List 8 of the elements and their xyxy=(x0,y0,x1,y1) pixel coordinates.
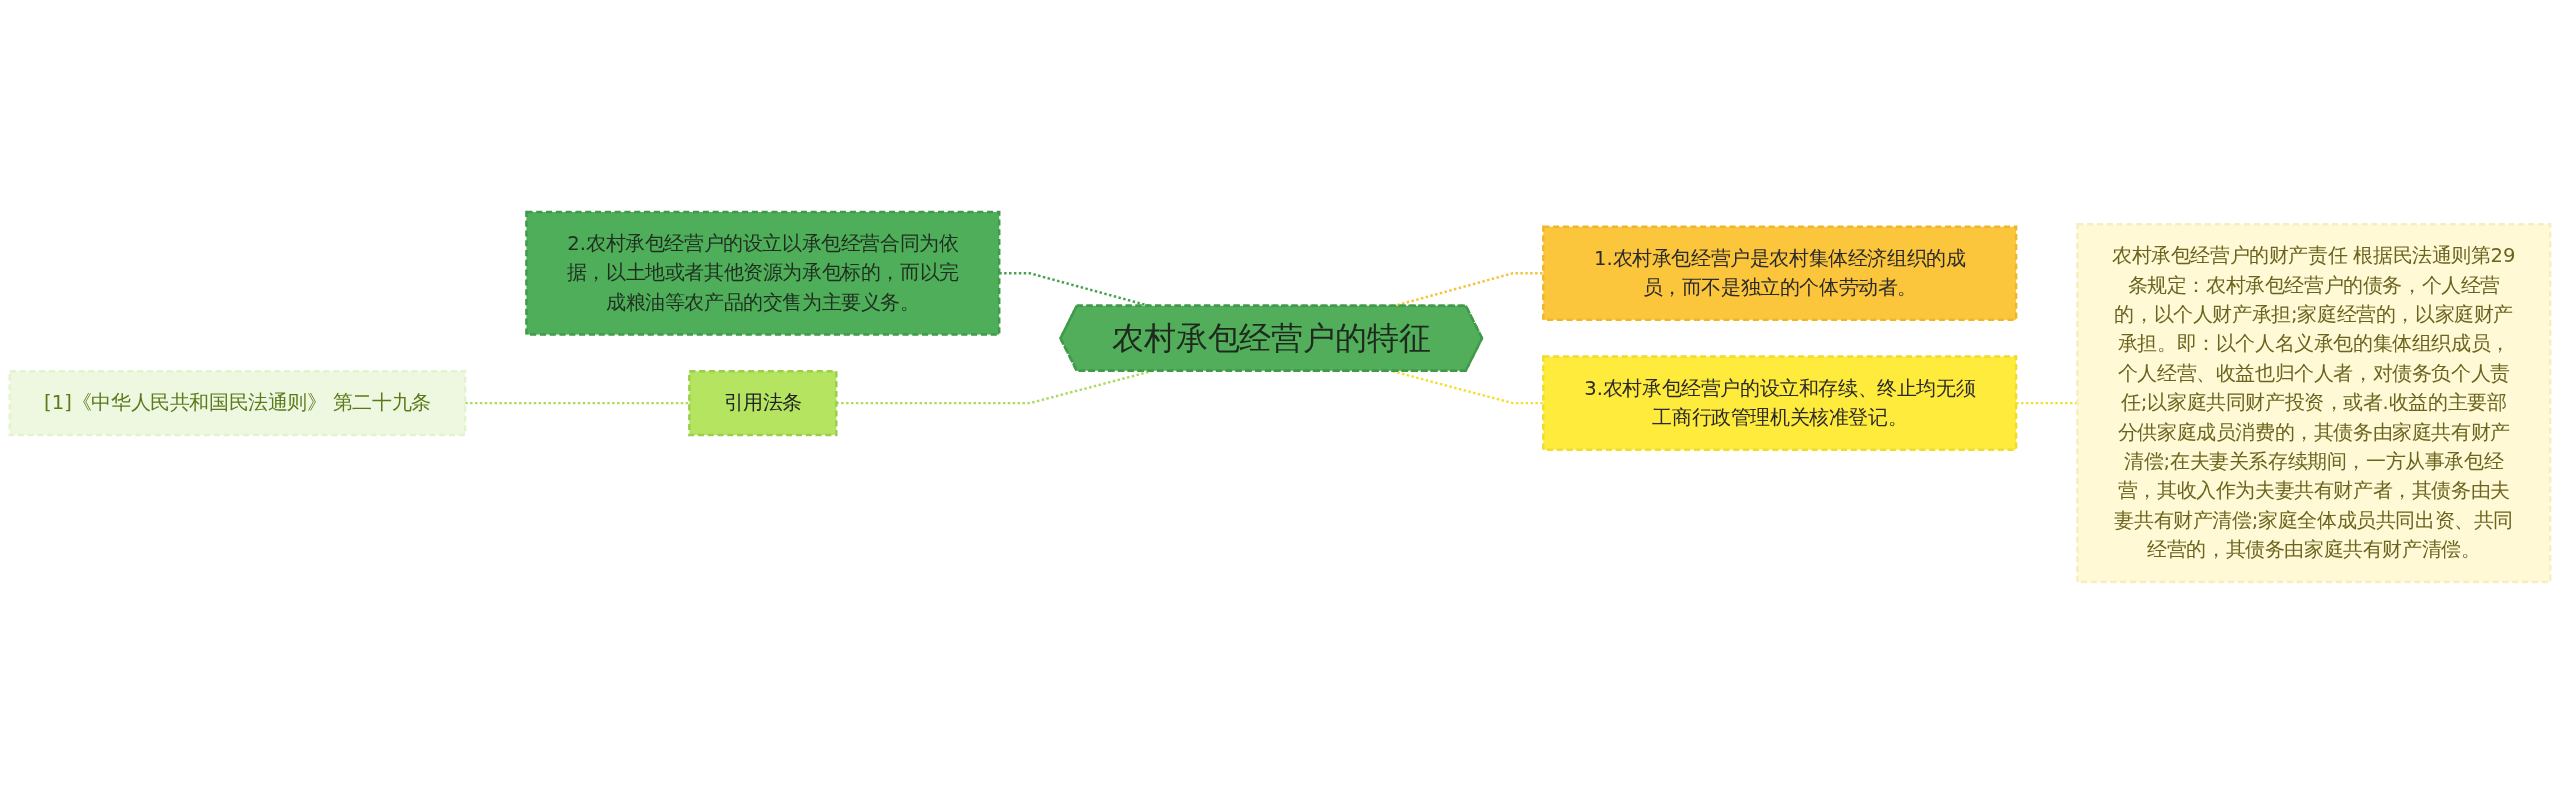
node-box: 1.农村承包经营户是农村集体经济组织的成员，而不是独立的个体劳动者。 xyxy=(1542,225,2018,322)
node-box: 3.农村承包经营户的设立和存续、终止均无须工商行政管理机关核准登记。 xyxy=(1542,355,2018,451)
node-box: 2.农村承包经营户的设立以承包经营合同为依据，以土地或者其他资源为承包标的，而以完成粮油等农产品的交售为主要义务。 xyxy=(525,210,1001,336)
node-box: [1]《中华人民共和国民法通则》 第二十九条 xyxy=(8,370,467,437)
node-box: 引用法条 xyxy=(688,370,838,437)
connector xyxy=(2016,401,2078,405)
connector xyxy=(465,401,690,405)
node-box: 农村承包经营户的财产责任 根据民法通则第29条规定：农村承包经营户的债务，个人经营的，以个人财产承担;家庭经营的，以家庭财产承担。即：以个人名义承包的集体组织成员，个人经营、收益也归个人者，对债务负个人责任;以家庭共同财产投资，或者.收益的主要部分供家庭成员消费的，其债务由家庭共有财产清偿;在夫妻关系存续期间，一方从事承包经营，其收入作为夫妻共有财产者，其债务由夫妻共有财产清偿;家庭全体成员共同出资、共同经营的，其债务由家庭共有财产清偿。 xyxy=(2076,223,2552,584)
